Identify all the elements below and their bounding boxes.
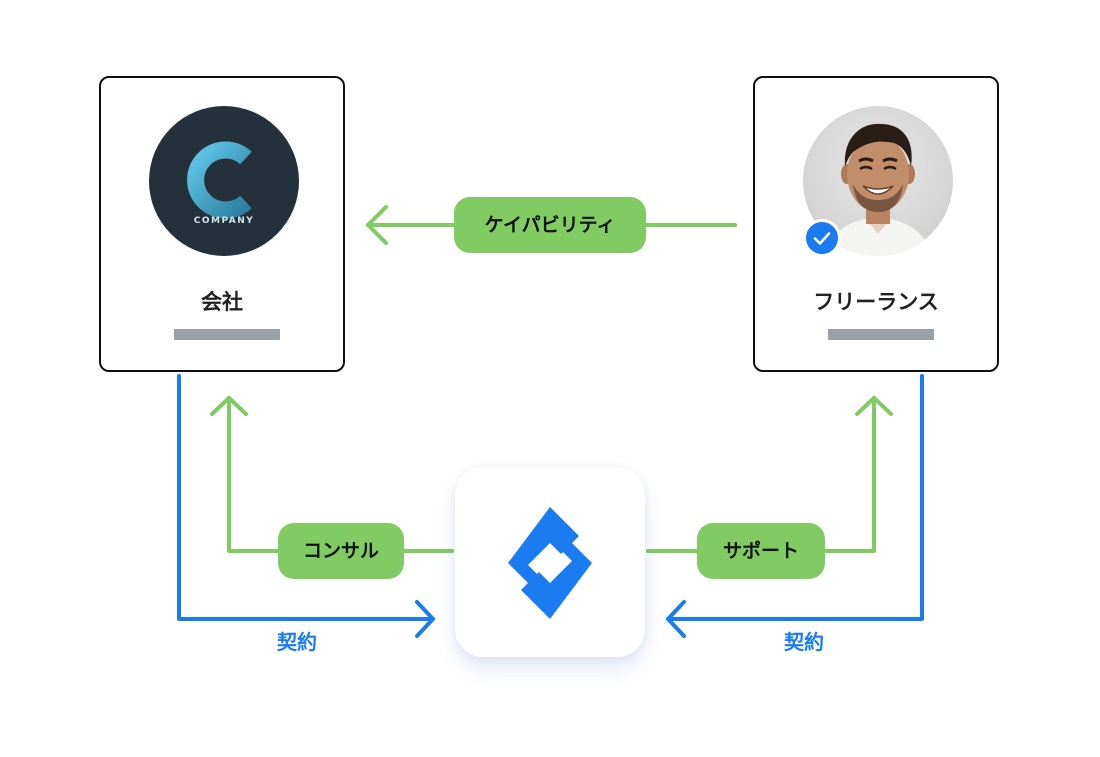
contract-left-line (179, 376, 433, 619)
support-label: サポート (697, 523, 825, 579)
platform-tile (455, 467, 645, 657)
contract-left-label: 契約 (257, 626, 337, 655)
freelancer-label: フリーランス (755, 286, 997, 316)
freelancer-card: フリーランス (753, 76, 999, 372)
interlocking-diamond-logo-icon (455, 467, 645, 657)
consult-label: コンサル (278, 523, 404, 579)
contract-right-arrow (668, 376, 922, 636)
contract-left-arrow (179, 376, 433, 636)
capability-label: ケイパビリティ (454, 197, 646, 253)
company-logo-text: COMPANY (149, 216, 299, 226)
contract-right-line (668, 376, 922, 619)
company-card: COMPANY 会社 (99, 76, 345, 372)
company-placeholder-bar (174, 329, 280, 340)
checkmark-icon (806, 222, 838, 254)
freelancer-placeholder-bar (828, 329, 934, 340)
company-logo: COMPANY (149, 106, 299, 256)
letter-c-logo-icon (149, 106, 299, 256)
verified-badge (803, 219, 841, 257)
contract-right-label: 契約 (764, 626, 844, 655)
company-label: 会社 (101, 286, 343, 316)
